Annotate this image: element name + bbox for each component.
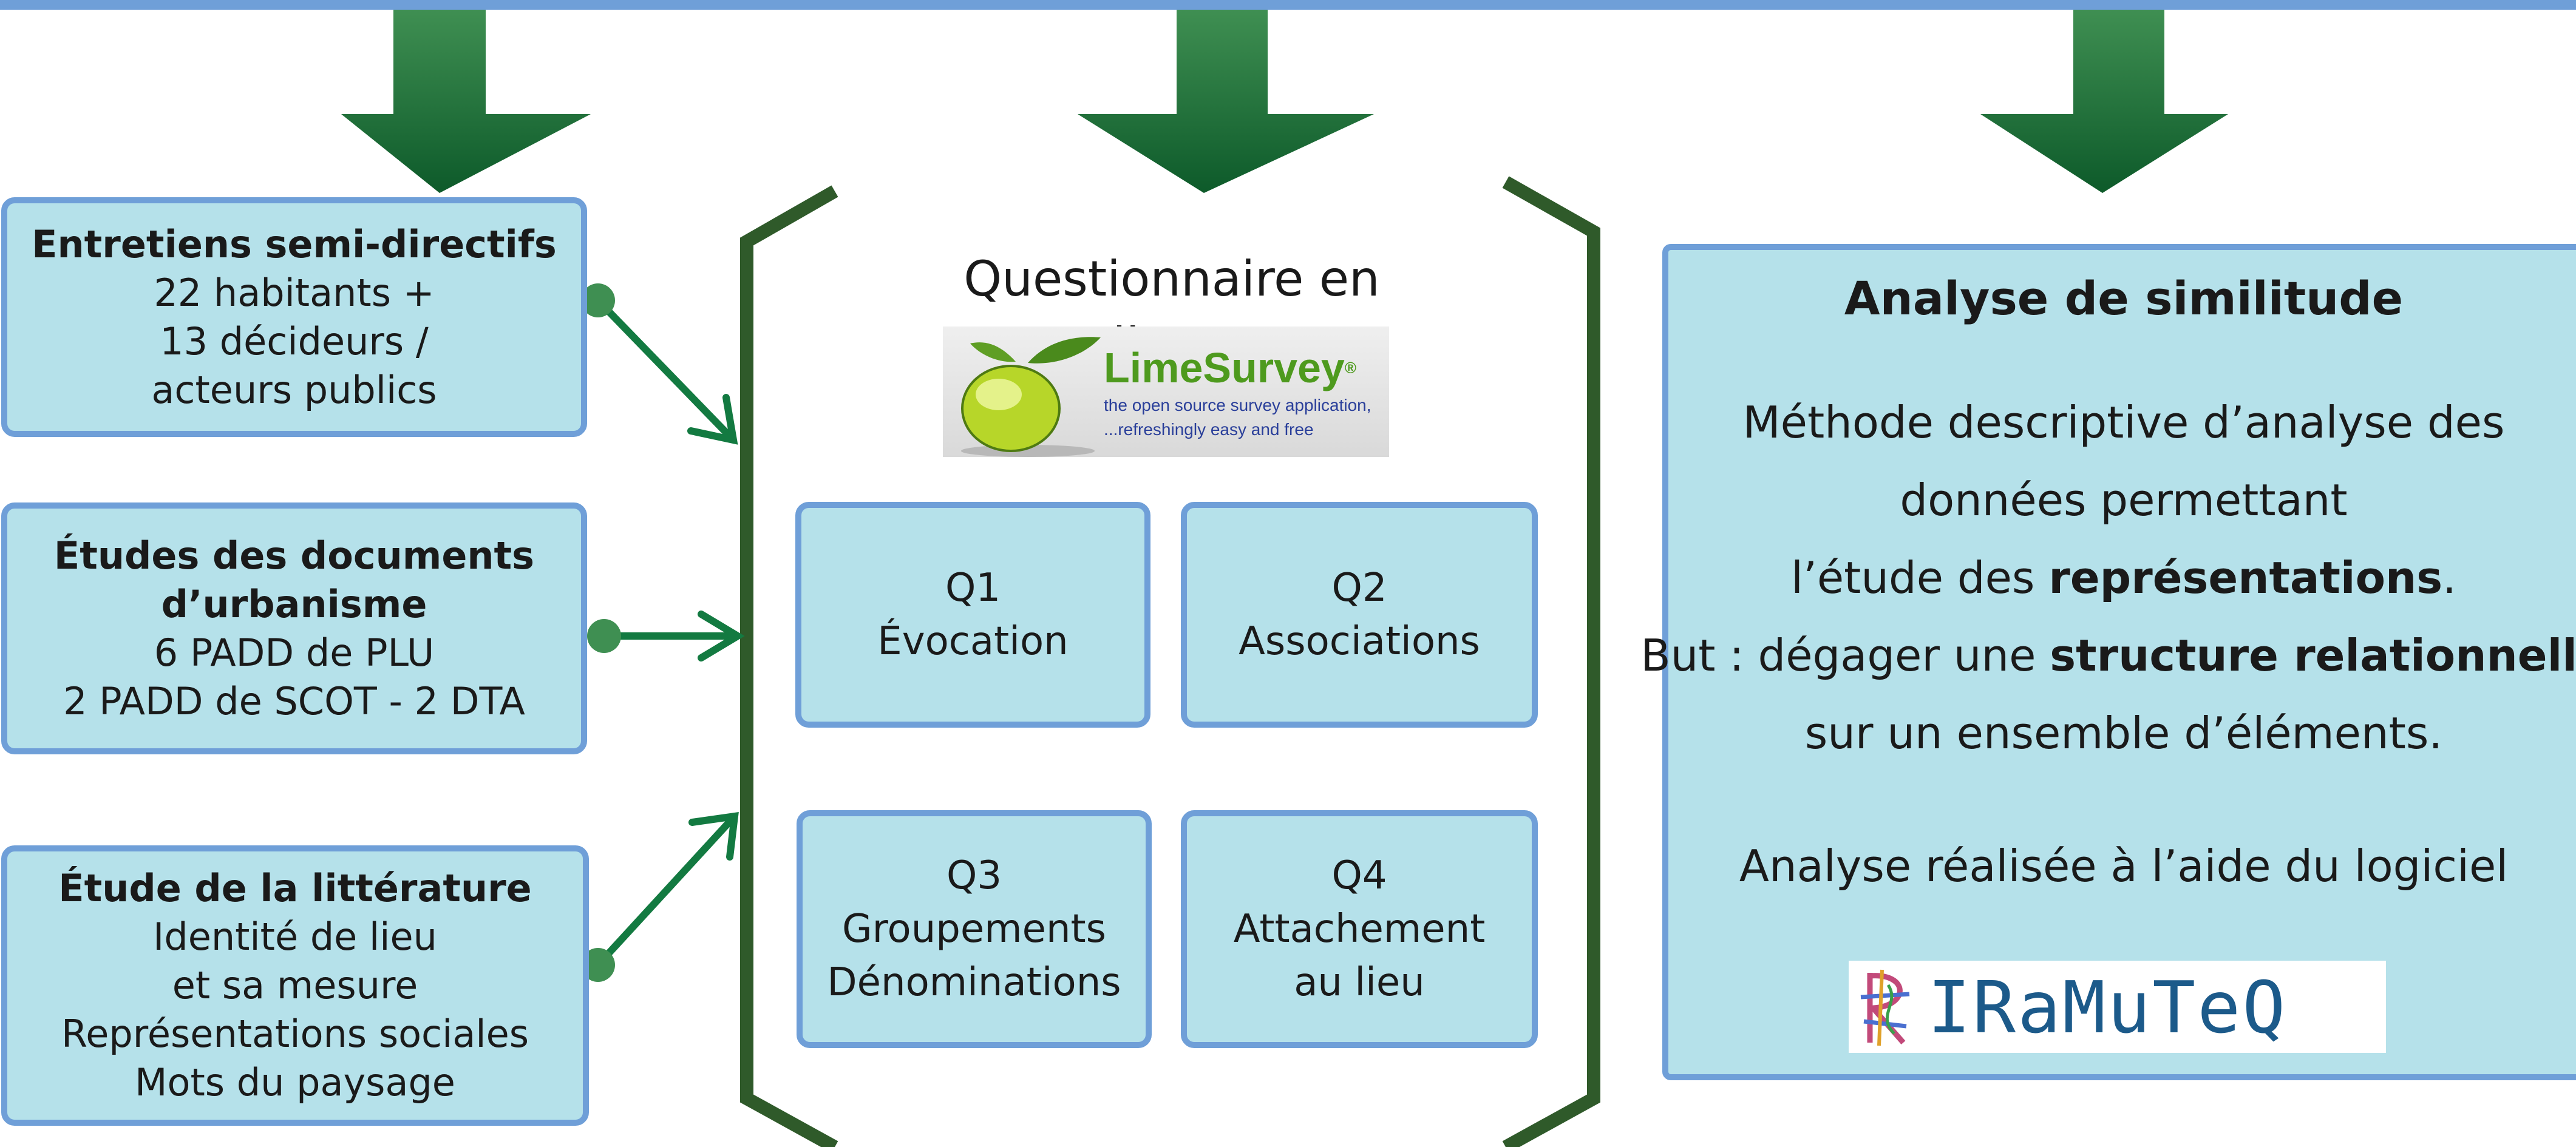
big-arrow-left	[341, 10, 591, 193]
connector-dot	[587, 619, 621, 653]
question-label: Dénominations	[827, 960, 1121, 1005]
description-text: l’étude des	[1790, 552, 2049, 603]
question-code: Q4	[1331, 853, 1387, 898]
analysis-description: Méthode descriptive d’analyse des donnée…	[1640, 384, 2576, 772]
lime-fruit-icon	[961, 337, 1101, 457]
iramuteq-wordmark: IRaMuTeQ	[1928, 966, 2288, 1049]
box-title: Étude de la littérature	[58, 866, 532, 910]
bracket-right	[1502, 176, 1600, 1147]
box-line: Identité de lieu	[153, 915, 437, 959]
question-label: Associations	[1239, 619, 1480, 664]
question-label: Évocation	[877, 619, 1069, 664]
limesurvey-name: LimeSurvey	[1104, 344, 1345, 391]
connector-1	[581, 283, 738, 445]
question-label: Groupements	[842, 907, 1106, 952]
box-line: Représentations sociales	[61, 1012, 529, 1056]
connector-dot	[581, 283, 615, 317]
question-code: Q2	[1331, 566, 1387, 611]
box-litterature: Étude de la littérature Identité de lieu…	[1, 845, 589, 1126]
question-label: au lieu	[1294, 960, 1425, 1005]
box-title: Études des documents	[53, 533, 535, 578]
description-line: sur un ensemble d’éléments.	[1804, 708, 2443, 759]
iramuteq-scribble-icon	[1860, 969, 1910, 1046]
box-line: 6 PADD de PLU	[154, 630, 435, 675]
description-bold: structure relationnelle	[2050, 630, 2576, 681]
question-box-q4: Q4 Attachement au lieu	[1181, 810, 1538, 1048]
big-arrow-right	[1980, 10, 2228, 193]
question-box-q2: Q2 Associations	[1181, 502, 1538, 728]
box-line: 22 habitants +	[154, 270, 435, 315]
description-text: But : dégager une	[1640, 630, 2050, 681]
box-title: Entretiens semi-directifs	[32, 222, 557, 266]
box-line: 2 PADD de SCOT - 2 DTA	[63, 678, 525, 723]
description-line: Méthode descriptive d’analyse des	[1742, 397, 2505, 448]
description-bold: représentations	[2048, 552, 2443, 603]
connector-dot	[581, 948, 615, 982]
box-documents-urbanisme: Études des documents d’urbanisme 6 PADD …	[1, 502, 587, 754]
question-label: Attachement	[1233, 907, 1486, 952]
question-code: Q1	[945, 566, 1001, 611]
box-entretiens: Entretiens semi-directifs 22 habitants +…	[1, 197, 587, 437]
limesurvey-tagline-2a: ...refreshingly	[1104, 420, 1211, 439]
bracket-left	[740, 185, 838, 1147]
description-line: l’étude des représentations.	[1640, 539, 2576, 617]
question-code: Q3	[946, 853, 1002, 898]
top-bar	[0, 0, 2576, 10]
connector-3	[581, 811, 739, 982]
box-title-line2: d’urbanisme	[161, 581, 427, 626]
box-line: 13 décideurs /	[160, 319, 429, 364]
limesurvey-tagline-2b: easy and free	[1210, 420, 1314, 439]
question-box-q3: Q3 Groupements Dénominations	[797, 810, 1152, 1048]
analysis-title: Analyse de similitude	[1844, 271, 2404, 325]
limesurvey-tagline-1: the open source survey application,	[1104, 396, 1371, 414]
connector-2	[587, 611, 745, 661]
registered-mark: ®	[1344, 359, 1357, 377]
iramuteq-logo: IRaMuTeQ	[1849, 961, 2386, 1053]
description-line: données permettant	[1900, 475, 2348, 526]
box-line: acteurs publics	[151, 367, 437, 412]
limesurvey-logo: LimeSurvey® the open source survey appli…	[943, 327, 1389, 457]
analysis-panel: Analyse de similitude Méthode descriptiv…	[1640, 244, 2576, 1080]
box-line: Mots du paysage	[135, 1060, 455, 1105]
description-text: .	[2442, 552, 2457, 603]
box-line: et sa mesure	[172, 963, 418, 1007]
question-box-q1: Q1 Évocation	[795, 502, 1150, 728]
description-line: But : dégager une structure relationnell…	[1640, 617, 2576, 694]
analysis-software-label: Analyse réalisée à l’aide du logiciel	[1739, 841, 2509, 892]
big-arrow-center	[1078, 10, 1374, 193]
